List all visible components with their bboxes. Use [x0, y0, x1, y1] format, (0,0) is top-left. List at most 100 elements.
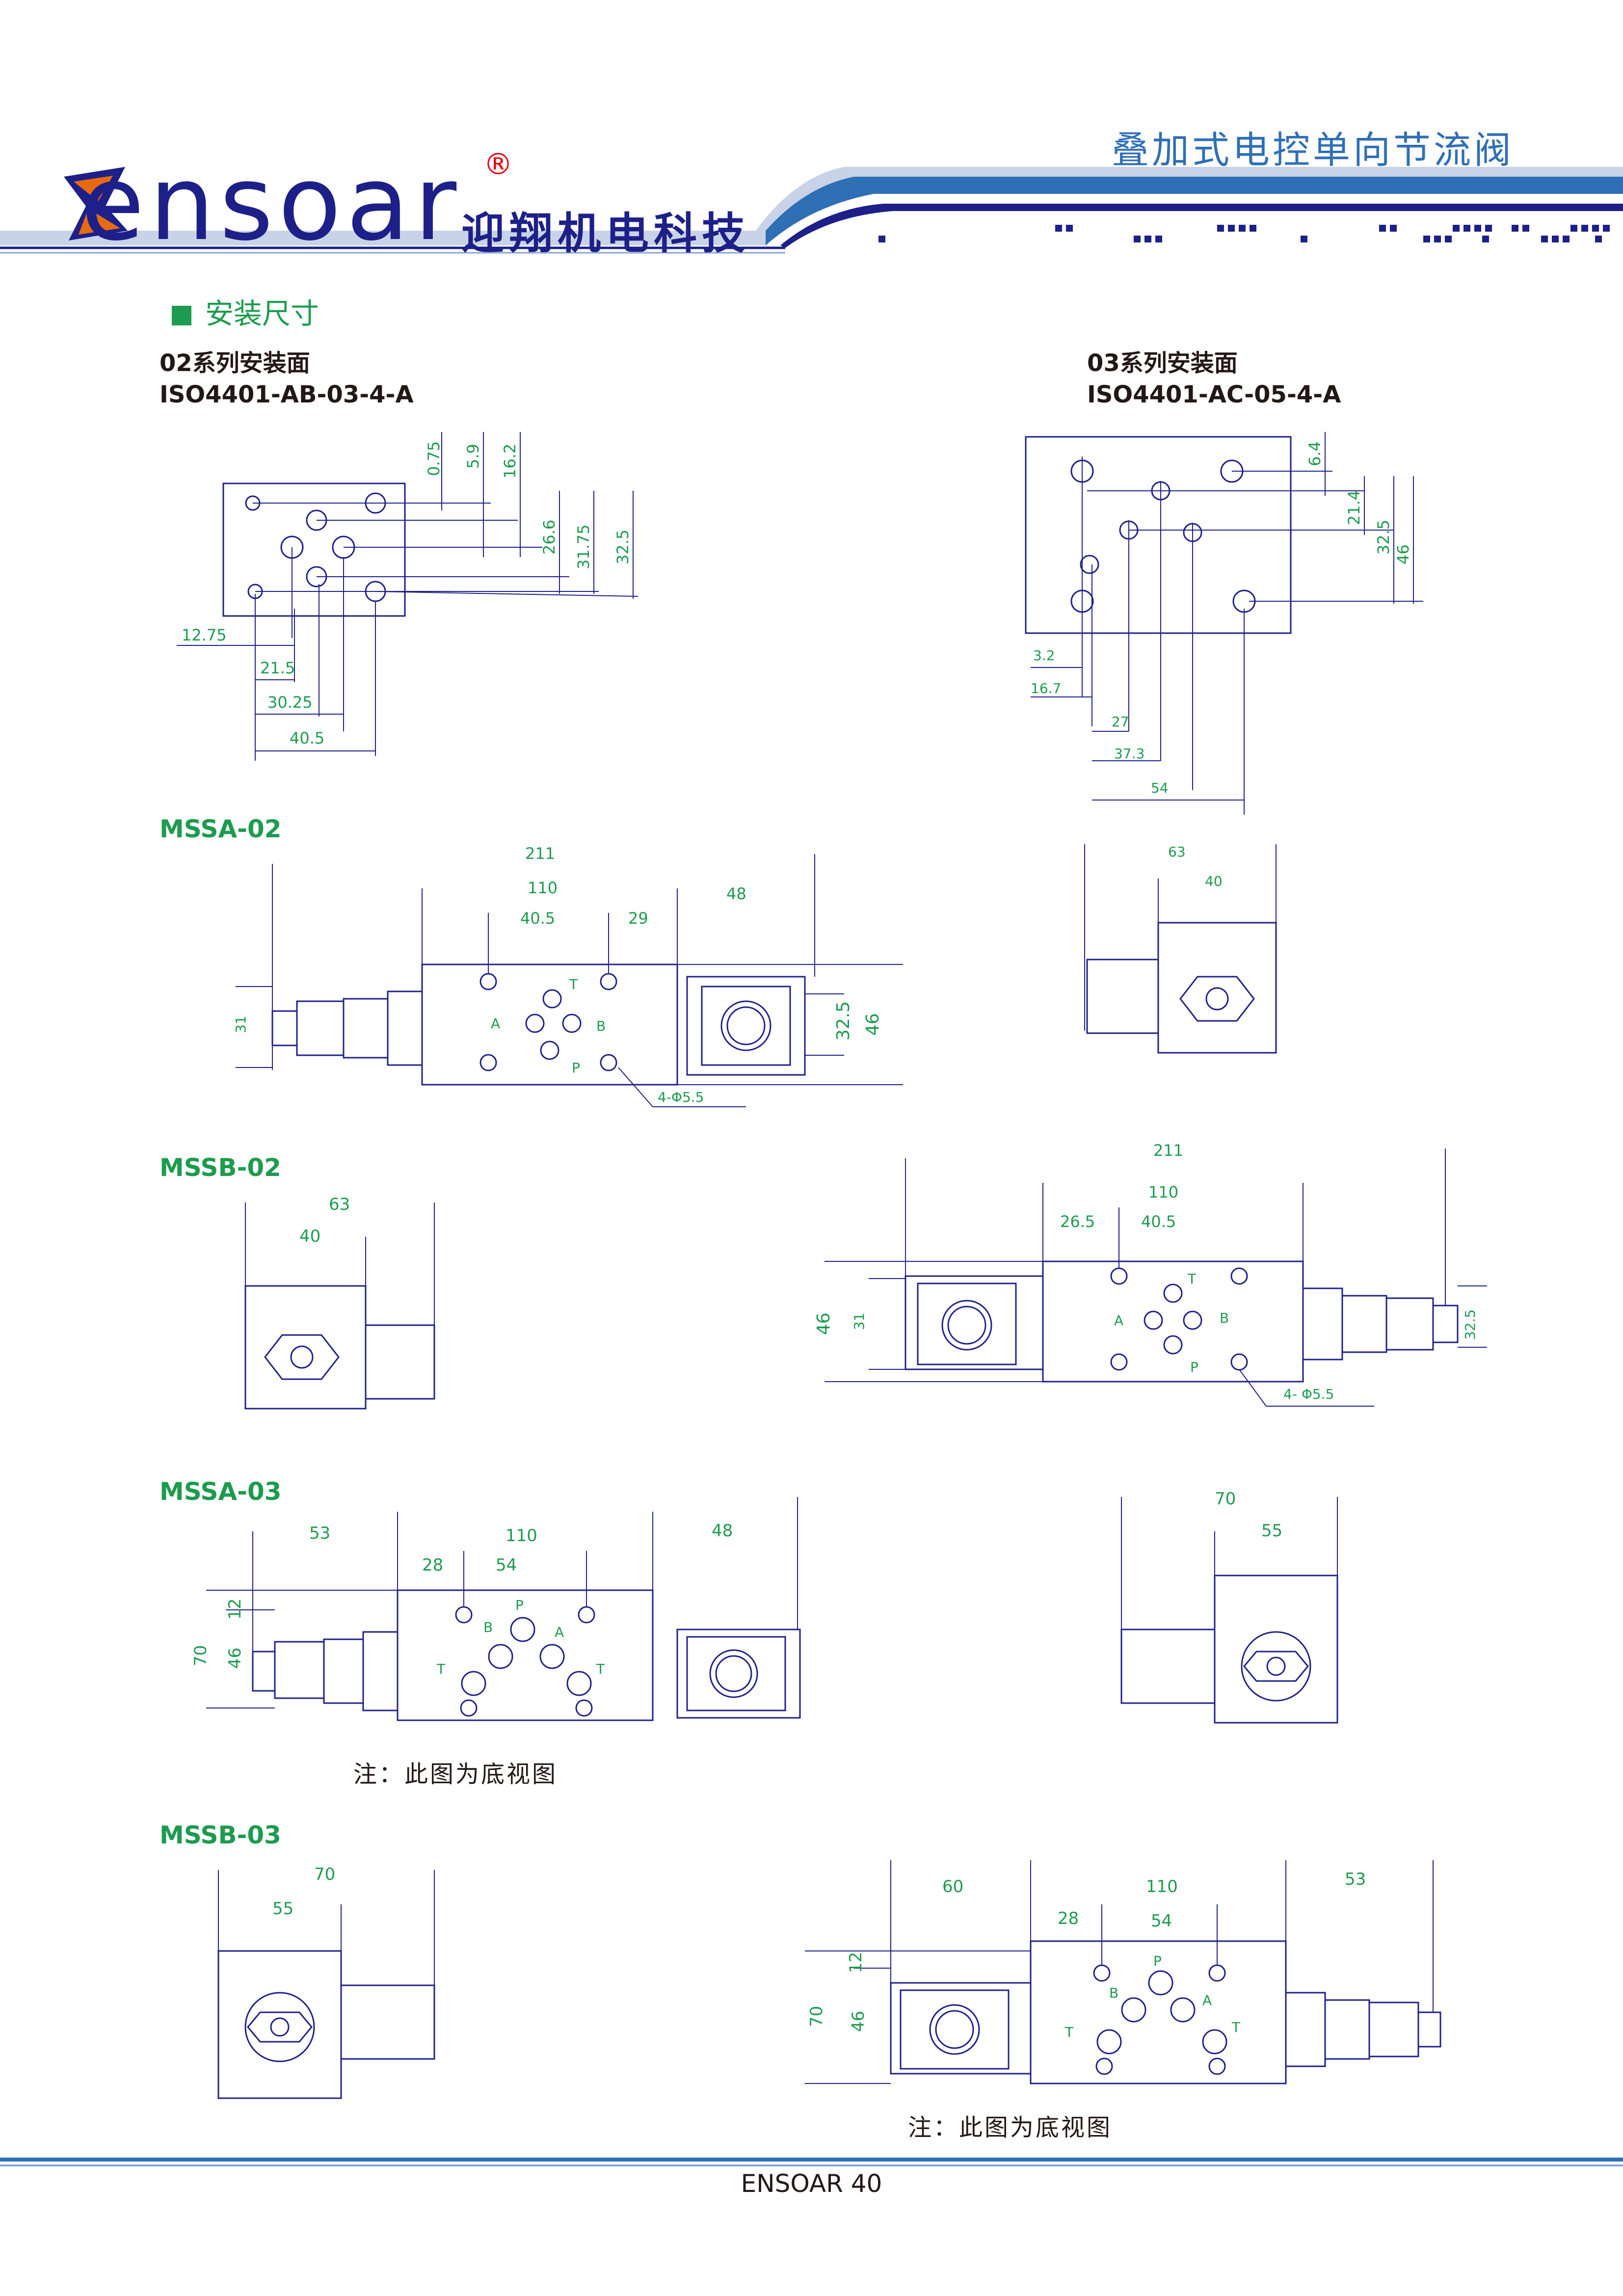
bottom-view-note: 注：此图为底视图 [353, 1761, 558, 1788]
dim-label: 63 [1168, 844, 1186, 860]
header-pixel [1463, 225, 1470, 232]
model-title-mssb03: MSSB-03 [160, 1821, 281, 1849]
dim-label: 40 [1205, 873, 1223, 889]
model-title-mssa03: MSSA-03 [160, 1477, 282, 1506]
header-pixel [1570, 225, 1577, 232]
dim-label: 46 [1394, 544, 1412, 564]
dim-label: 30.25 [267, 693, 313, 712]
header-pixel [1482, 236, 1489, 242]
dim-label: 31.75 [574, 524, 593, 569]
header-pixel [1592, 225, 1599, 232]
header-pixel [1228, 225, 1235, 232]
dim-label: 16.7 [1031, 680, 1061, 696]
dim-label: 70 [807, 2006, 826, 2027]
port-label-p: P [515, 1597, 524, 1613]
header-pixel [1390, 225, 1397, 232]
mounting-surface-02-drawing [177, 432, 639, 761]
port-label-t: T [1231, 2019, 1241, 2035]
dim-label: 27 [1112, 714, 1129, 730]
dim-label: 48 [712, 1521, 733, 1541]
dim-label: 26.6 [540, 520, 559, 555]
dim-label: 28 [1058, 1909, 1079, 1928]
dim-label: 29 [628, 909, 648, 928]
header-pixel [1522, 225, 1529, 232]
page-footer: ENSOAR 40 [741, 2169, 882, 2198]
section-heading: 安装尺寸 [172, 291, 319, 332]
brand-logo-text: ensoar [81, 143, 462, 264]
dim-label: 37.3 [1114, 746, 1144, 762]
header-pixel [1055, 225, 1062, 232]
dim-label: 211 [525, 844, 555, 863]
header-pixel [1066, 225, 1073, 232]
header-pixel [1541, 236, 1548, 242]
dim-label: 60 [942, 1877, 963, 1896]
port-label-t: T [569, 976, 578, 992]
dim-label: 63 [329, 1195, 350, 1214]
mounting-03-code: ISO4401-AC-05-4-A [1087, 381, 1341, 408]
footer-rule [0, 2158, 1623, 2166]
dim-label: 5.9 [464, 444, 482, 469]
port-label-t: T [1187, 1271, 1197, 1287]
section-title: 安装尺寸 [205, 297, 319, 330]
header-pixel [1379, 225, 1386, 232]
dim-label: 48 [726, 884, 746, 903]
header-pixel [1485, 225, 1492, 232]
port-labels: T A B P T A B P P B A T T P B A T T [436, 976, 1241, 2040]
mssa03-front-drawing [206, 1497, 801, 1721]
dim-label: 21.5 [260, 659, 295, 677]
dim-label: 53 [309, 1523, 330, 1543]
port-label-a: A [1202, 1992, 1212, 2008]
dim-label: 46 [814, 1312, 834, 1335]
dim-label: 32.5 [1462, 1309, 1478, 1340]
dim-label: 46 [863, 1013, 883, 1036]
dim-label: 110 [1148, 1183, 1178, 1201]
port-label-b: B [1109, 1985, 1118, 2001]
document-title: 叠加式电控单向节流阀 [1112, 128, 1514, 172]
bottom-view-note: 注：此图为底视图 [908, 2114, 1113, 2141]
header-pixel [1445, 236, 1452, 242]
dim-label: 32.5 [833, 1001, 853, 1041]
dim-label: 110 [506, 1526, 537, 1546]
dim-label: 54 [1151, 1911, 1172, 1931]
dim-label: 32.5 [613, 530, 632, 564]
dim-label: 46 [849, 2011, 868, 2032]
square-bullet-icon [172, 306, 191, 325]
mssb02-front-drawing [825, 1148, 1487, 1407]
header-pixel-pattern [878, 225, 1610, 242]
port-label-b: B [596, 1018, 606, 1034]
header-pixel [1217, 225, 1224, 232]
port-label-p: P [1190, 1359, 1198, 1375]
port-label-b: B [1220, 1310, 1229, 1326]
header-pixel [1474, 225, 1481, 232]
mounting-02-label: 02系列安装面 [160, 349, 310, 377]
port-label-a: A [555, 1624, 564, 1640]
mssa02-front-drawing [236, 854, 903, 1107]
port-label-t: T [1064, 2024, 1074, 2040]
mounting-03-heading: 03系列安装面 ISO4401-AC-05-4-A [1087, 347, 1341, 410]
dimension-labels: 0.75 5.9 16.2 26.6 31.75 32.5 12.75 21.5… [182, 441, 1478, 2032]
port-label-p: P [1153, 1953, 1162, 1969]
dim-label: 0.75 [425, 441, 443, 476]
dim-label: 70 [314, 1865, 335, 1884]
header-pixel [1563, 236, 1570, 242]
dim-label: 4-Φ5.5 [658, 1089, 704, 1105]
dim-label: 12 [846, 1952, 866, 1973]
dim-label: 110 [528, 879, 558, 897]
dim-label: 40.5 [520, 909, 555, 928]
header-pixel [1301, 236, 1307, 242]
header-pixel [1155, 236, 1162, 242]
mssa02-side-drawing [1084, 844, 1277, 1054]
header-pixel [1581, 225, 1588, 232]
mounting-surface-03-drawing [1025, 432, 1423, 815]
dim-label: 21.4 [1345, 490, 1363, 525]
dim-label: 31 [851, 1312, 867, 1330]
company-name: 迎翔机电科技 [461, 208, 750, 259]
dim-label: 4- Φ5.5 [1283, 1386, 1334, 1402]
model-title-mssb02: MSSB-02 [160, 1153, 281, 1182]
dim-label: 28 [422, 1555, 443, 1575]
header-pixel [1434, 236, 1441, 242]
dim-label: 46 [225, 1648, 245, 1669]
model-title-mssa02: MSSA-02 [160, 815, 282, 843]
dim-label: 40 [299, 1227, 320, 1246]
registered-mark: ® [483, 147, 513, 182]
